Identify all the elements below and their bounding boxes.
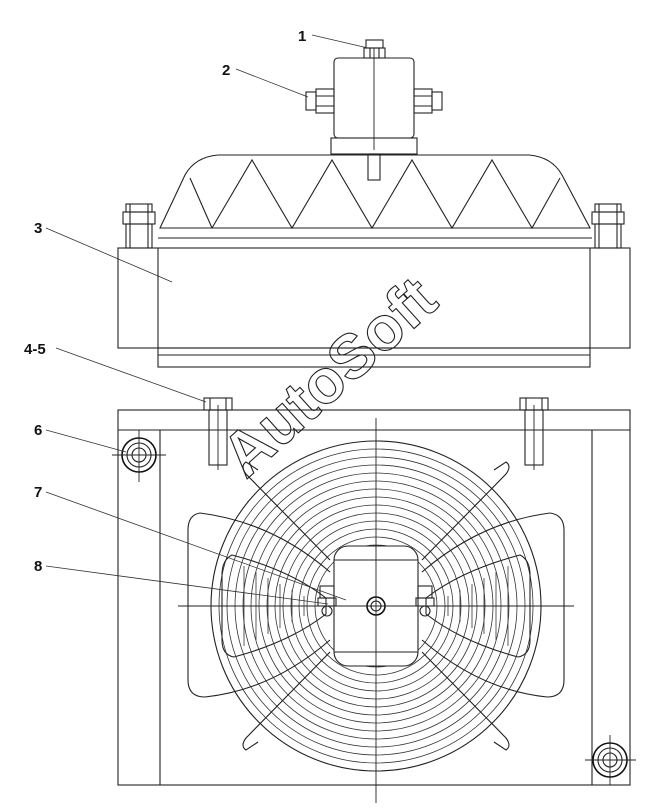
callouts: 1 2 3 4-5 6 7 8: [24, 28, 369, 605]
callout-6: 6: [34, 422, 127, 453]
svg-text:7: 7: [34, 484, 42, 501]
center-lines: [178, 418, 574, 803]
right-corner-fitting: [591, 203, 625, 249]
right-bolt: [519, 397, 549, 470]
lower-right-nut: [585, 735, 636, 785]
callout-3: 3: [34, 220, 173, 283]
callout-8: 8: [34, 558, 329, 605]
front-view: [112, 397, 636, 803]
right-hub-fitting: [415, 585, 435, 617]
left-corner-fitting: [122, 203, 156, 249]
fan-bracket: [187, 512, 565, 698]
top-fitting: [363, 39, 386, 59]
callout-1: 1: [298, 28, 369, 49]
svg-text:3: 3: [34, 220, 42, 237]
svg-text:4-5: 4-5: [24, 341, 46, 358]
svg-text:2: 2: [222, 62, 230, 79]
fan-shroud: [158, 154, 592, 239]
callout-2: 2: [222, 62, 309, 98]
radiator-core: [117, 247, 631, 368]
valve-body: [330, 48, 418, 181]
right-side-fitting: [413, 88, 443, 114]
left-side-fitting: [305, 88, 335, 114]
upper-left-nut: [112, 430, 166, 482]
top-view: [117, 39, 631, 368]
callout-7: 7: [34, 484, 347, 601]
frame: [117, 409, 631, 786]
callout-4-5: 4-5: [24, 341, 207, 403]
svg-text:6: 6: [34, 422, 42, 439]
svg-text:1: 1: [298, 28, 306, 45]
svg-text:8: 8: [34, 558, 42, 575]
left-bolt: [203, 397, 233, 470]
